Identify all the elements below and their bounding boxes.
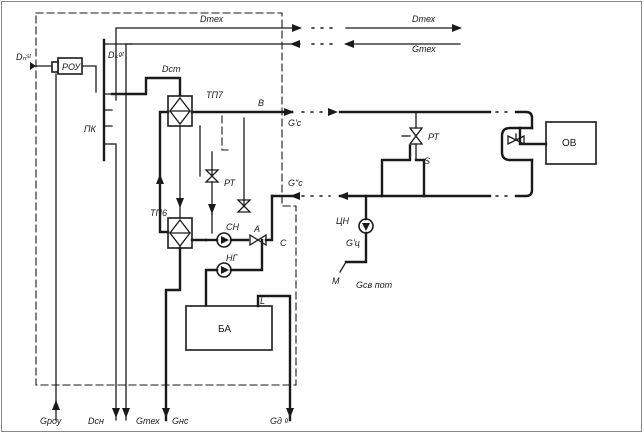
d-teh-line: [115, 27, 301, 101]
cn-pump-arrow: [362, 223, 370, 231]
rt-right-valve: [408, 127, 424, 145]
ov-feed: [518, 126, 548, 146]
label-tp7: ТП7: [206, 90, 224, 100]
arrow-rt-left-down: [208, 204, 216, 214]
arrow-g-teh-right: [344, 40, 354, 48]
label-cn: ЦН: [336, 216, 350, 226]
tp7-drain-2: [221, 115, 233, 151]
label-g-teh-bottom: Gтех: [136, 416, 160, 426]
label-d-st: Dст: [162, 64, 181, 74]
arrow-d-teh: [292, 24, 302, 32]
supply-to-ov: [514, 110, 534, 130]
label-pk: ПК: [84, 124, 97, 134]
s-riser-left: [380, 144, 412, 198]
ov-consumer: [545, 121, 597, 165]
label-rt-left: РТ: [224, 178, 236, 188]
ng-to-ba: [204, 268, 219, 308]
label-g-rou: Gроу: [40, 416, 62, 426]
arrow-connector-down: [176, 198, 184, 208]
label-s: S: [424, 156, 430, 166]
rou-to-collector: [81, 65, 97, 93]
collector-taps: [103, 93, 113, 145]
arrow-supply-mid: [328, 108, 338, 116]
ng-pump-arrow: [221, 266, 229, 274]
label-ba: БА: [218, 324, 231, 335]
label-g-d: Gд ᵍ: [270, 416, 288, 426]
l-line: [256, 294, 292, 422]
arrow-g-ns: [162, 408, 170, 418]
arrow-return-mid: [338, 192, 348, 200]
arrow-return-left: [290, 192, 300, 200]
label-d-teh-right: Dтех: [412, 14, 436, 24]
s-riser-right: [414, 158, 426, 198]
label-l: L: [260, 296, 265, 306]
rou-valve: [51, 61, 59, 73]
return-from-ov: [514, 158, 534, 198]
label-d-k: Dₖᵍᵗ: [108, 50, 125, 60]
label-ov: ОВ: [562, 138, 577, 149]
label-g-teh-right: Gтех: [412, 44, 436, 54]
label-a: A: [253, 224, 260, 234]
label-sn: СН: [226, 222, 239, 232]
label-b: B: [258, 98, 264, 108]
label-g-ns: Gнс: [172, 416, 189, 426]
label-gc2: G"с: [288, 178, 303, 188]
label-c: C: [280, 238, 287, 248]
arrow-steam-input: [30, 62, 36, 70]
b-bypass-valve: [236, 199, 252, 213]
arrow-d-teh-right: [452, 24, 462, 32]
g-teh-return-line: [125, 43, 301, 421]
tp6-diamond: [169, 218, 191, 248]
ng-to-a: [229, 238, 264, 272]
arrow-g-rou: [52, 400, 60, 410]
ov-loop: [500, 126, 534, 162]
label-tp6: ТП6: [150, 208, 167, 218]
label-gc1: G'с: [288, 118, 302, 128]
label-m: М: [332, 276, 340, 286]
arrow-loop-up: [156, 174, 164, 184]
ov-three-way-valve: [507, 134, 525, 146]
makeup-inlet: [339, 261, 347, 273]
label-g-sv: Gсв пот: [356, 280, 393, 290]
plant-boundary: [35, 12, 297, 386]
label-rt-right: РТ: [428, 132, 440, 142]
ba-tank: [185, 305, 273, 351]
tp7-diamond: [169, 96, 191, 126]
a-to-return: [264, 194, 274, 242]
arrow-g-teh-left: [290, 40, 300, 48]
label-d-sn: Dсн: [88, 416, 104, 426]
label-d-teh-top: Dтех: [200, 14, 224, 24]
arrow-supply-b: [284, 108, 294, 116]
label-rou: РОУ: [62, 62, 81, 72]
label-gc-small: G'ц: [346, 238, 360, 248]
d-st-line: [110, 76, 182, 98]
a-valve: [249, 233, 267, 247]
cn-down: [344, 231, 368, 264]
arrow-d-sn: [112, 408, 120, 418]
g-ns-line: [164, 246, 182, 422]
label-d-n: Dₙˢᵗ: [16, 52, 32, 62]
label-ng: НГ: [226, 253, 238, 263]
heater-loop-left: [158, 110, 170, 234]
arrow-g-teh-bottom: [122, 408, 130, 418]
d-sn-line: [111, 143, 117, 421]
sn-pump-arrow: [221, 236, 229, 244]
